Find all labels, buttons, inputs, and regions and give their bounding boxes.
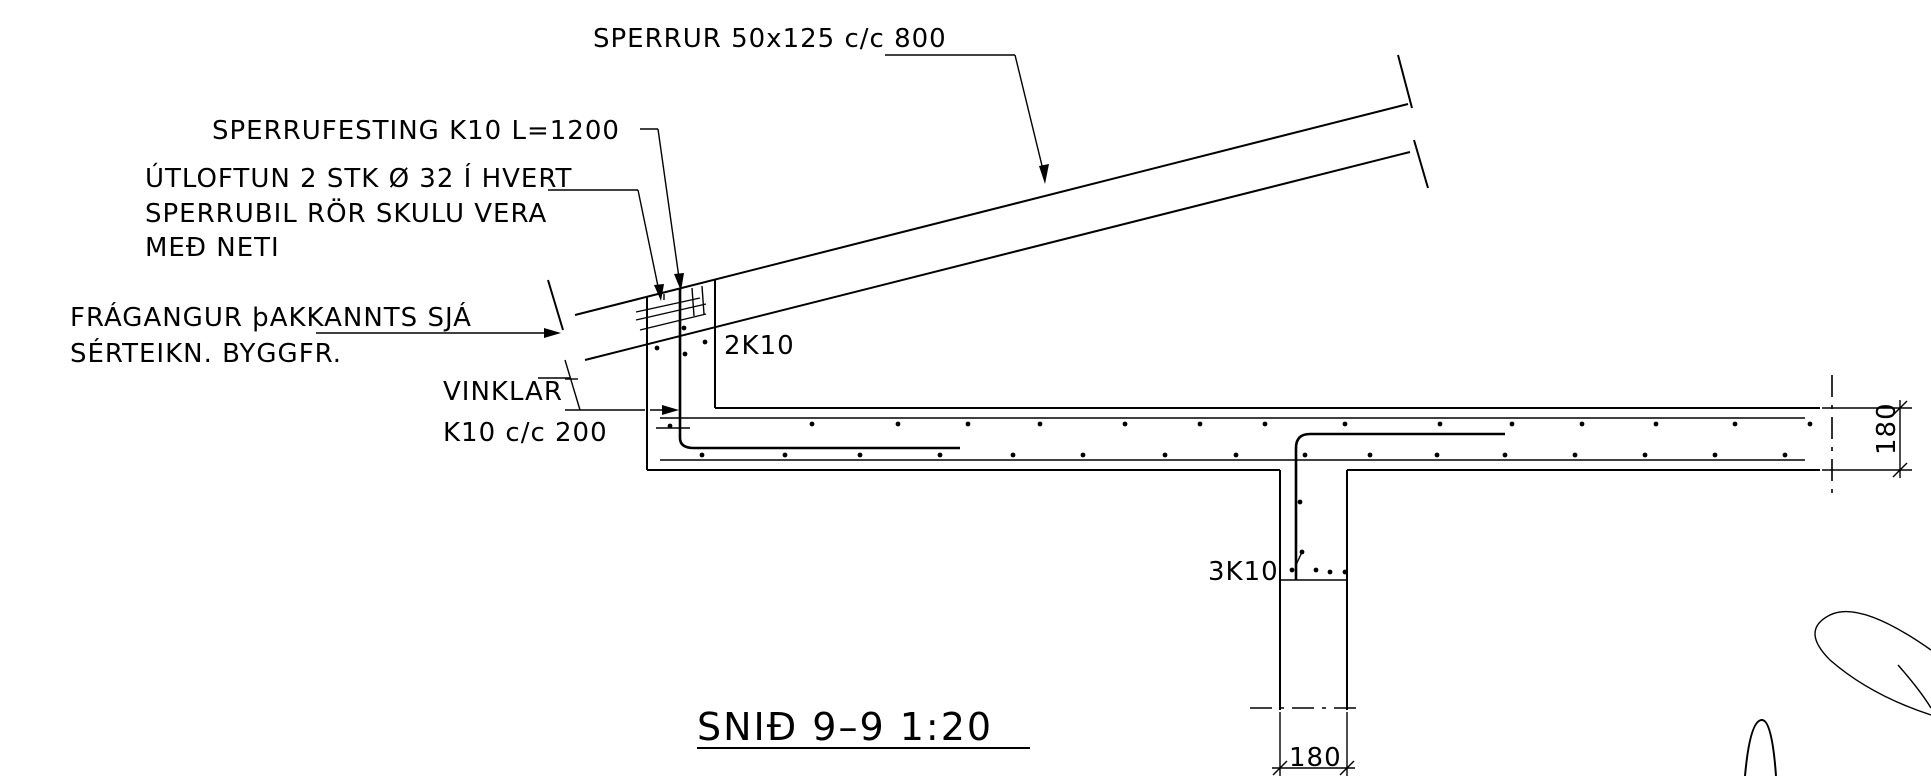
rebar-section-dot [857,452,863,458]
rebar-section-dot [1299,549,1305,555]
rebar-section-dot [1579,421,1585,427]
rebar-section-dot [1807,421,1813,427]
dim-beam-value: 180 [1289,743,1342,773]
rebar-section-dot [1434,452,1440,458]
label-eaves-1: FRÁGANGUR þAKKANNTS SJÁ [70,301,472,333]
label-ventilation-1: ÚTLOFTUN 2 STK Ø 32 Í HVERT [145,162,572,194]
dimension-beam [1272,712,1355,776]
rebar-section-dot [682,351,688,357]
reinforcement [635,285,1805,580]
rebar-section-dot [699,452,705,458]
rebar-section-dot [1297,499,1303,505]
rebar-section-dot [1302,452,1308,458]
rebar-section-dot [1327,569,1333,575]
rebar-section-dot [1262,421,1268,427]
rebar-section-dot [702,339,708,345]
rebar-section-dot [1313,567,1319,573]
label-ventilation-2: SPERRUBIL RÖR SKULU VERA [145,197,547,229]
rebar-section-dot [654,345,660,351]
rebar-section-dot [1342,569,1348,575]
rebar-section-dot [1572,452,1578,458]
rebar-section-dot [809,421,815,427]
rebar-section-dot [1642,452,1648,458]
rebar-section-dot [1502,452,1508,458]
dim-slab-value: 180 [1872,402,1902,455]
rebar-section-dot [965,421,971,427]
leader-lines [316,54,1049,415]
label-ventilation-3: MEÐ NETI [145,233,280,263]
label-rafter-fixing: SPERRUFESTING K10 L=1200 [212,116,620,146]
label-eaves-2: SÉRTEIKN. BYGGFR. [70,337,342,369]
dimension-slab [1822,400,1912,478]
rebar-section-dot [1037,421,1043,427]
rebar-section-dot [667,423,673,429]
label-rebar-2k10: 2K10 [724,331,795,361]
rebar-section-dot [1197,421,1203,427]
rebar-section-dot [1782,452,1788,458]
rebar-section-dot [1342,421,1348,427]
rebar-section-dot [1509,421,1515,427]
rebar-section-dot [681,325,687,331]
label-rafters: SPERRUR 50x125 c/c 800 [593,24,947,54]
rebar-section-dot [1653,421,1659,427]
drawing-title: SNIÐ 9–9 1:20 [697,705,993,749]
rebar-section-dot [1437,421,1443,427]
rebar-section-dot [1367,452,1373,458]
rebar-section-dot [1712,452,1718,458]
signature [1744,610,1931,776]
rebar-section-dot [1162,452,1168,458]
rebar-section-dot [1233,452,1239,458]
rebar-section-dot [1732,421,1738,427]
label-angles-1: VINKLAR [443,377,563,407]
rebar-section-dot [937,452,943,458]
rafter [547,54,1429,361]
rebar-section-dot [782,452,788,458]
label-angles-2: K10 c/c 200 [443,418,608,448]
rebar-section-dot [1010,452,1016,458]
rebar-section-dot [895,421,901,427]
rebar-section-dot [1080,452,1086,458]
concrete-outline [646,280,1833,710]
rebar-section-dot [1289,567,1295,573]
label-rebar-3k10: 3K10 [1208,557,1279,587]
rebar-section-dot [1122,421,1128,427]
rebar-dots [654,325,1813,575]
